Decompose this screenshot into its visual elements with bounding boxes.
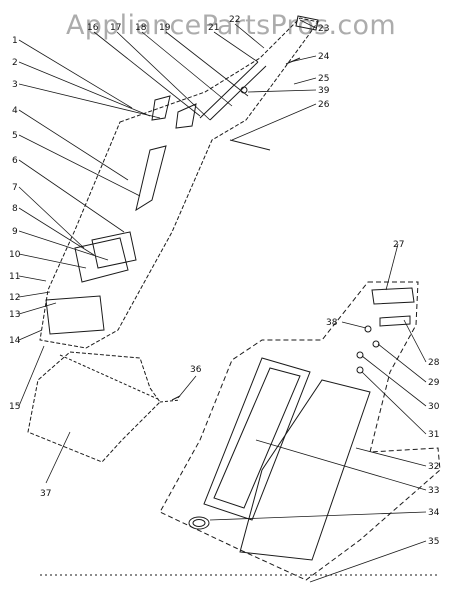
callout-32: 32 xyxy=(428,462,439,472)
callout-5: 5 xyxy=(12,131,18,141)
main-body-outline xyxy=(159,281,441,581)
switch-housing xyxy=(74,237,129,283)
callout-35: 35 xyxy=(428,537,439,547)
callout-39: 39 xyxy=(318,86,330,96)
callout-11: 11 xyxy=(9,272,20,282)
callout-31: 31 xyxy=(428,430,439,440)
bag-channel xyxy=(203,357,311,521)
callout-4: 4 xyxy=(12,106,18,116)
callout-21: 21 xyxy=(208,23,219,33)
part-31 xyxy=(356,366,364,374)
latch xyxy=(379,315,411,327)
handle-grip xyxy=(295,15,319,31)
callout-1: 1 xyxy=(12,36,18,46)
callout-10: 10 xyxy=(9,250,21,260)
callout-26: 26 xyxy=(318,100,330,110)
switch-cover xyxy=(91,231,137,269)
screw-38 xyxy=(364,325,372,333)
handle-tube xyxy=(199,61,267,121)
cord-hook xyxy=(229,139,271,151)
callout-29: 29 xyxy=(428,378,440,388)
part-29 xyxy=(372,340,380,348)
callout-2: 2 xyxy=(12,58,18,68)
part-clip xyxy=(151,95,171,121)
part-30 xyxy=(356,351,364,359)
callout-27: 27 xyxy=(393,240,404,250)
part-bracket xyxy=(175,103,197,129)
callout-9: 9 xyxy=(12,227,18,237)
callout-13: 13 xyxy=(9,310,20,320)
callout-34: 34 xyxy=(428,508,440,518)
callout-labels: 1 2 3 4 5 6 7 8 9 10 11 12 13 14 15 16 1… xyxy=(9,15,440,547)
callout-19: 19 xyxy=(159,23,171,33)
dust-bag xyxy=(239,379,371,561)
gasket-ring xyxy=(188,516,210,530)
callout-24: 24 xyxy=(318,52,330,62)
callout-12: 12 xyxy=(9,293,20,303)
bottom-plate xyxy=(45,295,105,335)
callout-30: 30 xyxy=(428,402,440,412)
callout-16: 16 xyxy=(87,23,99,33)
callout-3: 3 xyxy=(12,80,18,90)
part-spring xyxy=(135,145,167,212)
callout-6: 6 xyxy=(12,156,18,166)
upper-handle-outline xyxy=(39,17,319,349)
callout-17: 17 xyxy=(110,23,121,33)
top-cap xyxy=(371,287,415,305)
callout-33: 33 xyxy=(428,486,439,496)
callout-38: 38 xyxy=(326,318,338,328)
callout-25: 25 xyxy=(318,74,329,84)
callout-7: 7 xyxy=(12,183,18,193)
leader-lines xyxy=(18,19,427,583)
callout-28: 28 xyxy=(428,358,440,368)
callout-18: 18 xyxy=(135,23,147,33)
callout-15: 15 xyxy=(9,402,20,412)
callout-37: 37 xyxy=(40,489,51,499)
callout-23: 23 xyxy=(318,24,329,34)
callout-36: 36 xyxy=(190,365,202,375)
callout-22: 22 xyxy=(229,15,240,25)
lower-cover xyxy=(27,351,161,463)
callout-14: 14 xyxy=(9,336,21,346)
callout-8: 8 xyxy=(12,204,18,214)
gasket-ring-inner xyxy=(192,519,206,527)
cover-line xyxy=(59,354,181,403)
bag-channel-inner xyxy=(213,367,301,509)
